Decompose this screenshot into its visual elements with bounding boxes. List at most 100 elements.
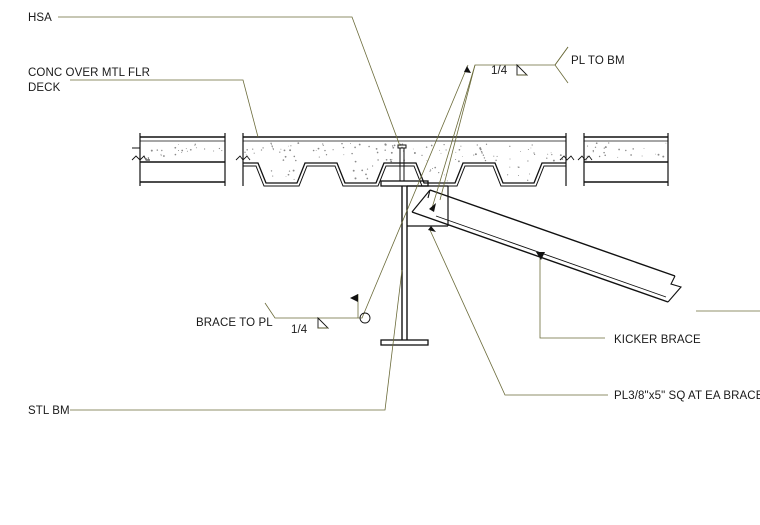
concrete-aggregate-dot bbox=[430, 144, 433, 147]
concrete-aggregate-dot bbox=[527, 179, 529, 181]
slab-segment-left bbox=[131, 133, 226, 186]
concrete-aggregate-dot bbox=[657, 153, 660, 156]
concrete-aggregate-dot bbox=[533, 152, 535, 154]
leader-lines bbox=[58, 16, 760, 411]
steel-beam-section bbox=[380, 144, 429, 346]
concrete-aggregate-dot bbox=[444, 174, 445, 176]
concrete-aggregate-dot bbox=[509, 166, 511, 168]
concrete-aggregate-dot bbox=[507, 174, 509, 176]
concrete-aggregate-dot bbox=[322, 144, 324, 146]
concrete-aggregate-dot bbox=[270, 170, 273, 172]
concrete-aggregate-dot bbox=[485, 143, 488, 145]
concrete-aggregate-dot bbox=[161, 149, 163, 152]
concrete-aggregate-dot bbox=[413, 152, 416, 154]
concrete-aggregate-dot bbox=[262, 147, 264, 149]
concrete-hatch bbox=[145, 142, 667, 182]
concrete-aggregate-dot bbox=[458, 148, 461, 151]
concrete-aggregate-dot bbox=[150, 149, 153, 152]
concrete-aggregate-dot bbox=[156, 149, 159, 151]
concrete-aggregate-dot bbox=[518, 175, 519, 176]
concrete-aggregate-dot bbox=[446, 180, 448, 182]
concrete-aggregate-dot bbox=[181, 152, 183, 153]
concrete-aggregate-dot bbox=[632, 148, 634, 150]
plate-leader bbox=[429, 229, 608, 396]
concrete-aggregate-dot bbox=[293, 155, 296, 158]
plate-label: PL3/8"x5" SQ AT EA BRACE bbox=[614, 390, 760, 402]
concrete-aggregate-dot bbox=[279, 151, 281, 153]
concrete-aggregate-dot bbox=[318, 156, 320, 158]
brace-to-pl-leader bbox=[264, 64, 469, 319]
concrete-aggregate-dot bbox=[354, 146, 356, 149]
concrete-aggregate-dot bbox=[272, 146, 273, 148]
concrete-aggregate-dot bbox=[194, 143, 196, 145]
concrete-aggregate-dot bbox=[493, 155, 495, 157]
concrete-aggregate-dot bbox=[342, 146, 345, 149]
concrete-aggregate-dot bbox=[391, 158, 393, 160]
concrete-aggregate-dot bbox=[474, 153, 477, 156]
concrete-aggregate-dot bbox=[290, 145, 292, 147]
concrete-aggregate-dot bbox=[479, 148, 482, 151]
concrete-aggregate-dot bbox=[533, 153, 536, 156]
concrete-aggregate-dot bbox=[253, 152, 255, 154]
concrete-aggregate-dot bbox=[390, 160, 393, 163]
concrete-aggregate-dot bbox=[402, 143, 404, 145]
concrete-aggregate-dot bbox=[457, 160, 460, 163]
weld-size-top: 1/4 bbox=[491, 65, 508, 77]
kicker-leader bbox=[539, 253, 605, 339]
concrete-aggregate-dot bbox=[160, 153, 162, 155]
concrete-aggregate-dot bbox=[440, 152, 442, 154]
concrete-aggregate-dot bbox=[354, 160, 357, 163]
concrete-aggregate-dot bbox=[481, 152, 483, 154]
concrete-aggregate-dot bbox=[527, 160, 529, 162]
concrete-aggregate-dot bbox=[603, 147, 605, 149]
concrete-aggregate-dot bbox=[530, 147, 532, 149]
concrete-aggregate-dot bbox=[482, 154, 485, 156]
concrete-aggregate-dot bbox=[287, 173, 290, 176]
concrete-aggregate-dot bbox=[284, 155, 287, 158]
concrete-aggregate-dot bbox=[617, 156, 619, 158]
kicker-brace-label: KICKER BRACE bbox=[614, 334, 701, 346]
concrete-aggregate-dot bbox=[174, 153, 177, 156]
concrete-aggregate-dot bbox=[247, 156, 249, 159]
concrete-aggregate-dot bbox=[186, 150, 188, 152]
concrete-aggregate-dot bbox=[272, 175, 274, 177]
concrete-aggregate-dot bbox=[218, 147, 221, 150]
concrete-aggregate-dot bbox=[625, 149, 627, 152]
concrete-aggregate-dot bbox=[560, 155, 562, 156]
concrete-aggregate-dot bbox=[273, 149, 274, 151]
concrete-aggregate-dot bbox=[603, 151, 605, 154]
pl-to-bm-label: PL TO BM bbox=[571, 55, 625, 67]
concrete-aggregate-dot bbox=[288, 145, 289, 147]
concrete-aggregate-dot bbox=[550, 152, 552, 154]
concrete-aggregate-dot bbox=[177, 149, 180, 152]
concrete-aggregate-dot bbox=[461, 155, 463, 157]
hsa-leader bbox=[58, 16, 401, 147]
concrete-aggregate-dot bbox=[421, 154, 423, 157]
concrete-aggregate-dot bbox=[455, 158, 457, 161]
concrete-aggregate-dot bbox=[547, 153, 549, 155]
concrete-aggregate-dot bbox=[288, 170, 291, 172]
concrete-aggregate-dot bbox=[483, 157, 486, 159]
concrete-aggregate-dot bbox=[546, 157, 548, 159]
concrete-aggregate-dot bbox=[412, 148, 414, 150]
concrete-aggregate-dot bbox=[194, 144, 196, 146]
concrete-aggregate-dot bbox=[438, 171, 440, 174]
concrete-aggregate-dot bbox=[641, 155, 643, 157]
concrete-aggregate-dot bbox=[372, 165, 374, 167]
concrete-aggregate-dot bbox=[195, 147, 197, 149]
concrete-aggregate-dot bbox=[655, 153, 656, 155]
concrete-aggregate-dot bbox=[147, 158, 150, 160]
concrete-aggregate-dot bbox=[432, 168, 433, 169]
concrete-aggregate-dot bbox=[384, 143, 387, 146]
concrete-aggregate-dot bbox=[203, 148, 206, 150]
concrete-aggregate-dot bbox=[443, 143, 445, 146]
concrete-aggregate-dot bbox=[480, 150, 483, 153]
concrete-aggregate-dot bbox=[376, 151, 379, 154]
concrete-aggregate-dot bbox=[473, 154, 475, 156]
concrete-aggregate-dot bbox=[293, 178, 295, 180]
slab-segment-right bbox=[577, 133, 669, 186]
concrete-aggregate-dot bbox=[332, 149, 334, 151]
concrete-aggregate-dot bbox=[520, 150, 522, 152]
concrete-aggregate-dot bbox=[385, 158, 388, 161]
concrete-aggregate-dot bbox=[317, 147, 320, 150]
